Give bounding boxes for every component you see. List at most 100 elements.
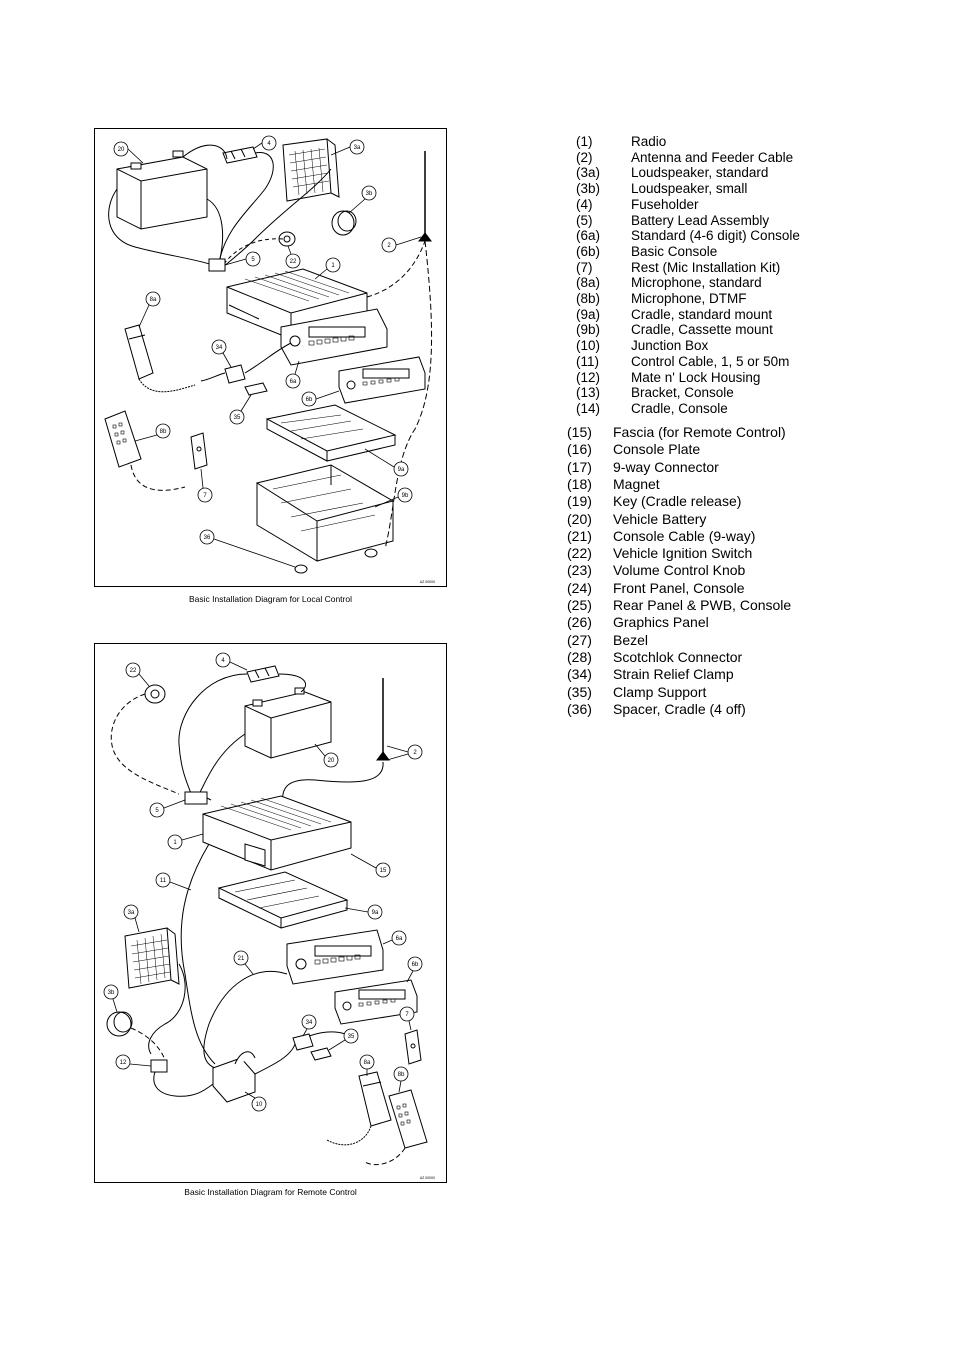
legend-item-number: (3a): [576, 165, 601, 181]
legend-item-number: (22): [567, 545, 592, 562]
callout-6b: 6b: [306, 397, 313, 403]
legend-item-label: Junction Box: [631, 338, 709, 354]
legend-item-number: (36): [567, 700, 592, 717]
junction-box: [212, 1043, 296, 1103]
legend-item-label: Console Cable (9-way): [613, 527, 756, 544]
loudspeaker-small: [331, 210, 357, 236]
legend-item-number: (10): [576, 338, 601, 354]
callout-20: 20: [118, 147, 125, 153]
callout-34: 34: [306, 1020, 313, 1026]
ignition-switch: [110, 684, 180, 795]
callout-35: 35: [348, 1034, 355, 1040]
legend-item-number: (8b): [576, 291, 601, 306]
cradle-cassette: [255, 464, 395, 562]
rest-mic-kit: [190, 432, 208, 470]
ignition-switch: [278, 231, 296, 247]
legend-item-number: (11): [576, 353, 600, 369]
cradle-standard: [217, 871, 349, 929]
figure-ref-code: AZ 00000: [420, 1176, 435, 1180]
callout-5: 5: [155, 808, 159, 814]
legend-item-label: Battery Lead Assembly: [631, 212, 770, 228]
legend-item-label: Bracket, Console: [631, 385, 734, 401]
legend-item-label: Strain Relief Clamp: [613, 666, 734, 683]
legend-item-number: (7): [576, 259, 593, 275]
antenna: [418, 151, 432, 242]
callout-36: 36: [204, 535, 211, 541]
legend-item-label: Clamp Support: [613, 683, 707, 700]
remote-control-caption: Basic Installation Diagram for Remote Co…: [184, 1187, 357, 1197]
legend-item-label: Bezel: [613, 631, 649, 648]
legend-item-number: (5): [576, 212, 593, 228]
legend-item-number: (24): [567, 579, 592, 596]
callout-3a: 3a: [354, 145, 361, 151]
callout-6a: 6a: [396, 936, 403, 942]
callout-9a: 9a: [372, 910, 379, 916]
legend-item-label: Microphone, standard: [631, 275, 762, 291]
legend-item-label: 9-way Connector: [613, 458, 719, 475]
legend-item-number: (4): [576, 196, 593, 212]
console-basic: [334, 979, 418, 1025]
legend-item-number: (2): [576, 149, 593, 165]
microphone-standard: [124, 324, 196, 393]
legend-item-label: Antenna and Feeder Cable: [631, 149, 794, 165]
legend-item-label: Cradle, Console: [631, 400, 728, 416]
callout-3a: 3a: [128, 910, 135, 916]
fascia: [244, 843, 266, 867]
legend-item-label: Cradle, standard mount: [631, 306, 773, 322]
legend-item-number: (21): [567, 527, 592, 544]
console-cable: [203, 970, 288, 1069]
strain-relief-clamp: [292, 1031, 346, 1051]
fuseholder: [178, 665, 280, 795]
legend-item-number: (26): [567, 614, 592, 631]
callout-15: 15: [380, 868, 387, 874]
legend-item-label: Volume Control Knob: [613, 562, 746, 579]
callout-34: 34: [216, 345, 223, 351]
callout-1: 1: [173, 840, 177, 846]
control-cable: [180, 843, 216, 1065]
microphone-standard: [326, 1071, 392, 1146]
loudspeaker-small: [106, 1011, 166, 1061]
callout-4: 4: [221, 658, 225, 664]
legend-item-label: Graphics Panel: [613, 614, 709, 631]
callout-1: 1: [331, 263, 335, 269]
callout-3b: 3b: [108, 990, 115, 996]
legend-item-number: (14): [576, 400, 601, 416]
legend-item-label: Fuseholder: [631, 196, 699, 212]
callout-35: 35: [234, 415, 241, 421]
callout-6b: 6b: [412, 962, 419, 968]
legend-item-number: (17): [567, 458, 592, 475]
legend-item-number: (9b): [576, 322, 601, 338]
battery-lead-assembly: [184, 791, 212, 805]
callout-22: 22: [290, 259, 297, 265]
legend-item-number: (6a): [576, 228, 601, 244]
legend-item-number: (34): [567, 666, 592, 683]
antenna: [282, 678, 390, 805]
antenna-cable: [366, 240, 426, 298]
legend-item-number: (23): [567, 562, 592, 579]
legend-item-label: Magnet: [613, 475, 660, 492]
mate-n-lock-housing: [150, 1059, 214, 1097]
callout-9b: 9b: [402, 493, 409, 499]
loudspeaker-standard: [124, 927, 186, 1055]
console-basic: [338, 356, 426, 404]
remote-control-diagram: 22 4 20 2 5 1 15 11 9a 3a 6a 21 6b: [94, 643, 447, 1183]
fuseholder: [222, 146, 258, 164]
callout-10: 10: [256, 1102, 263, 1108]
legend-item-label: Standard (4-6 digit) Console: [631, 228, 800, 244]
clamp-support: [310, 1047, 332, 1061]
cradle-spacers: [294, 548, 378, 574]
legend-item-number: (16): [567, 441, 592, 458]
legend-item-label: Radio: [631, 134, 667, 149]
legend-item-number: (27): [567, 631, 592, 648]
console-standard: [286, 929, 384, 985]
legend-item-label: Microphone, DTMF: [631, 291, 747, 306]
callout-5: 5: [251, 257, 255, 263]
console-standard: [280, 308, 388, 366]
parts-legend-secondary: (15)Fascia (for Remote Control)(16)Conso…: [567, 424, 827, 724]
clamp-support: [244, 382, 268, 396]
loudspeaker-standard: [282, 138, 340, 202]
legend-item-label: Spacer, Cradle (4 off): [613, 700, 746, 717]
strain-relief-clamp: [200, 342, 292, 384]
rest-mic-kit: [404, 1029, 422, 1065]
callout-11: 11: [160, 878, 167, 884]
